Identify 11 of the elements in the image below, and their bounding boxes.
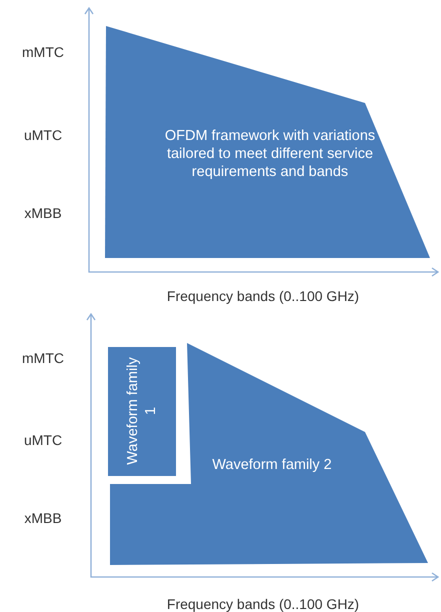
region-label: Waveform family 2 [212,456,332,474]
region-label: Waveform family 1 [124,356,160,466]
axis-label: mMTC [22,350,64,366]
axis-title: Frequency bands (0..100 GHz) [166,596,360,612]
axis-label: mMTC [22,44,64,60]
axis-label: xMBB [24,205,62,221]
axis-label: uMTC [24,432,62,448]
axis-label: uMTC [24,127,62,143]
region-label: OFDM framework with variations tailored to meet different service requirements and bands [164,126,376,182]
axis-label: xMBB [24,510,62,526]
axis-title: Frequency bands (0..100 GHz) [166,288,360,304]
